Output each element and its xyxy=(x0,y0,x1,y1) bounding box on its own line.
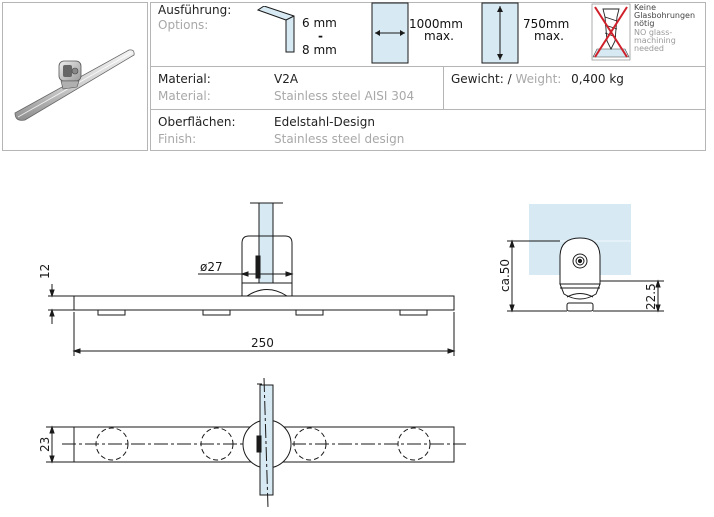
height-max: max. xyxy=(534,29,564,43)
front-view xyxy=(48,202,456,356)
no-drilling-text-2: Glasbohrungen xyxy=(634,11,696,20)
finish-value-sub: Stainless steel design xyxy=(274,132,405,146)
top-view xyxy=(46,377,466,509)
no-drilling-icon xyxy=(591,3,631,61)
weight-value: 0,400 kg xyxy=(571,72,624,86)
technical-drawing: ø27 12 250 23 ca.50 22.5 xyxy=(38,202,664,509)
finish-value: Edelstahl-Design xyxy=(274,115,375,129)
thickness-dash: - xyxy=(318,29,323,43)
no-drilling-text-1: Keine xyxy=(634,3,656,12)
product-image-box xyxy=(2,2,148,151)
weight-label-en: Weight: xyxy=(515,72,562,86)
dim-side-height: 22.5 xyxy=(644,283,658,310)
dim-diameter: ø27 xyxy=(200,260,223,274)
glass-height-icon xyxy=(481,2,519,64)
finish-label: Oberflächen: xyxy=(158,115,236,129)
width-max: max. xyxy=(424,29,454,43)
weight-label-de: Gewicht: / xyxy=(451,72,512,86)
thickness-max: 8 mm xyxy=(302,43,337,57)
height-value: 750mm xyxy=(523,17,570,31)
material-value-sub: Stainless steel AISI 304 xyxy=(274,89,415,103)
options-label: Ausführung: xyxy=(158,3,232,17)
material-sublabel: Material: xyxy=(158,89,211,103)
spec-table: Ausführung: Options: 6 mm - 8 mm 1000mm … xyxy=(0,0,706,151)
material-value: V2A xyxy=(274,72,299,86)
weight-label: Gewicht: / Weight: 0,400 kg xyxy=(451,72,624,86)
product-image xyxy=(14,49,135,121)
width-value: 1000mm xyxy=(409,17,463,31)
options-sublabel: Options: xyxy=(158,18,209,32)
material-label: Material: xyxy=(158,72,211,86)
no-drilling-text-3: nötig xyxy=(634,19,655,28)
no-drilling-text-5: machining xyxy=(634,36,676,45)
dim-width-23: 23 xyxy=(38,437,52,452)
dim-total-height: ca.50 xyxy=(498,259,512,292)
no-drilling-text-6: needed xyxy=(634,44,664,53)
finish-sublabel: Finish: xyxy=(158,132,197,146)
glass-width-icon xyxy=(371,2,409,64)
side-view xyxy=(507,204,664,313)
glass-thickness-icon xyxy=(256,6,295,53)
no-drilling-text-4: NO glass- xyxy=(634,28,673,37)
dim-length-250: 250 xyxy=(251,336,274,350)
thickness-min: 6 mm xyxy=(302,16,337,30)
dim-height-12: 12 xyxy=(38,264,52,279)
